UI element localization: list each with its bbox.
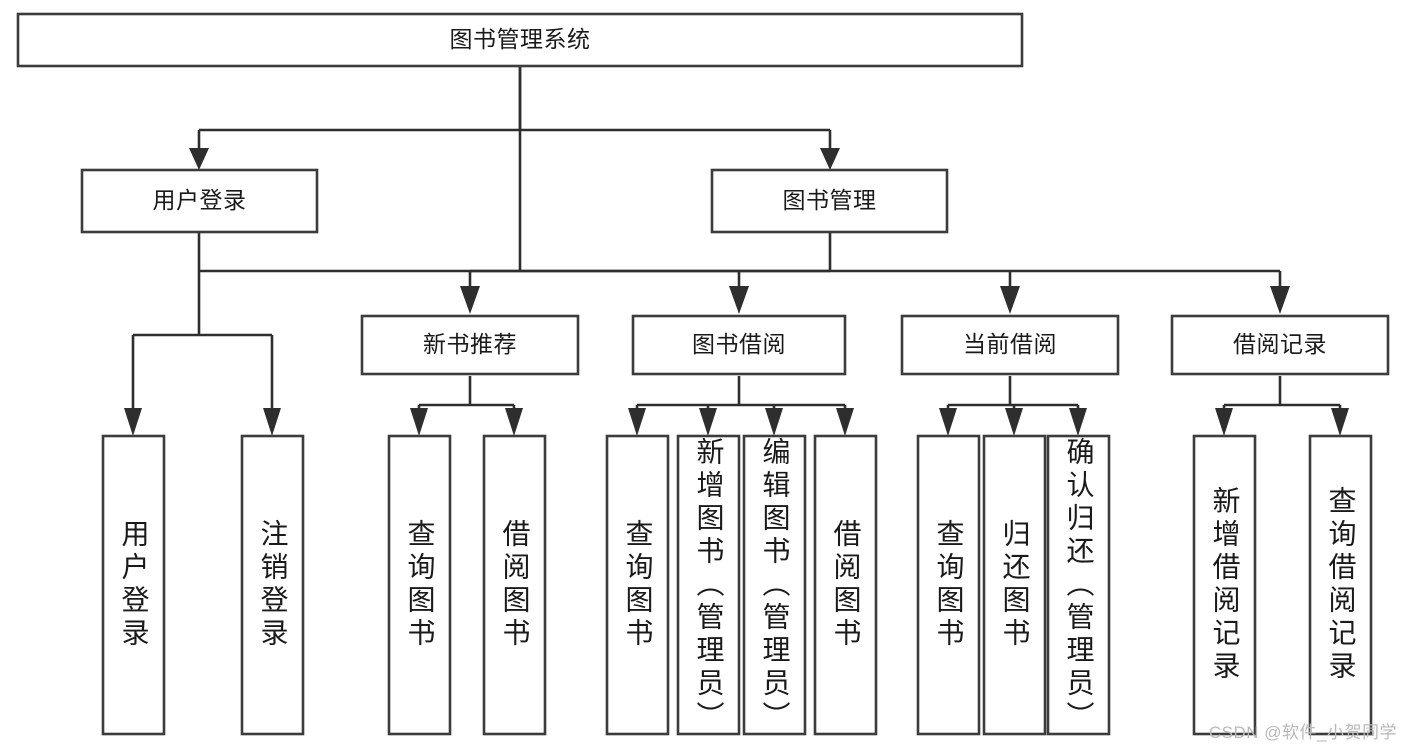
leafbox-edit-book-admin[interactable] xyxy=(742,434,807,736)
connectors-book-mgmt-to-level3 xyxy=(460,233,1290,314)
leafbox-query-borrow-record[interactable] xyxy=(1308,434,1373,736)
connectors-root-level2-final xyxy=(189,66,840,170)
node-book-borrow[interactable] xyxy=(631,314,847,376)
arrow-to-leaf-query-book-3 xyxy=(939,408,957,436)
connectors-current-borrow-to-leaves xyxy=(939,376,1087,436)
leafbox-confirm-return-admin[interactable] xyxy=(1046,434,1111,736)
node-current-borrow[interactable] xyxy=(900,314,1120,376)
node-book-management-label: 图书管理 xyxy=(783,187,877,213)
node-user-login[interactable] xyxy=(80,168,319,234)
node-new-book-recommend[interactable] xyxy=(360,314,580,376)
node-root-book-management-system[interactable] xyxy=(16,12,1024,68)
leafbox-query-book-1[interactable] xyxy=(387,434,452,736)
arrow-to-leaf-query-book-2 xyxy=(628,408,646,436)
connectors-book-borrow-to-leaves xyxy=(628,376,854,436)
arrow-to-leaf-query-book-1 xyxy=(410,408,428,436)
connectors-borrow-record-to-leaves xyxy=(1215,376,1349,436)
arrow-to-borrow-record xyxy=(1270,286,1290,314)
connectors-new-book-to-leaves xyxy=(410,376,523,436)
arrow-to-book-borrow xyxy=(729,286,749,314)
arrow-to-leaf-query-record xyxy=(1331,408,1349,436)
node-borrow-record-label: 借阅记录 xyxy=(1233,331,1327,357)
leafbox-query-book-3[interactable] xyxy=(916,434,981,736)
arrow-to-leaf-borrow-book-2 xyxy=(836,408,854,436)
arrow-to-new-book-recommend xyxy=(460,286,480,314)
arrow-to-book-management xyxy=(820,148,840,170)
connectors-root-to-level2 xyxy=(199,66,830,273)
arrow-to-leaf-return-book xyxy=(1005,408,1023,436)
leafbox-logout[interactable] xyxy=(240,434,305,736)
leafbox-return-book[interactable] xyxy=(982,434,1047,736)
node-book-management[interactable] xyxy=(710,168,949,234)
arrow-to-user-login xyxy=(189,148,209,170)
arrow-to-leaf-add-record xyxy=(1215,408,1233,436)
arrow-to-leaf-edit-book xyxy=(765,408,783,436)
arrow-to-leaf-logout xyxy=(263,408,281,436)
leafbox-user-login[interactable] xyxy=(101,434,166,736)
arrow-to-leaf-confirm-return xyxy=(1069,408,1087,436)
node-root-label: 图书管理系统 xyxy=(450,26,591,52)
node-user-login-label: 用户登录 xyxy=(153,187,247,213)
leafbox-borrow-book-2[interactable] xyxy=(813,434,878,736)
arrow-to-leaf-borrow-book-1 xyxy=(505,408,523,436)
leafbox-add-borrow-record[interactable] xyxy=(1192,434,1257,736)
node-current-borrow-label: 当前借阅 xyxy=(963,331,1057,357)
leafbox-add-book-admin[interactable] xyxy=(676,434,741,736)
node-borrow-record[interactable] xyxy=(1170,314,1390,376)
arrow-to-leaf-add-book xyxy=(699,408,717,436)
connectors-user-login-to-leaves xyxy=(124,233,281,436)
leafbox-query-book-2[interactable] xyxy=(605,434,670,736)
node-book-borrow-label: 图书借阅 xyxy=(692,331,786,357)
arrow-to-current-borrow xyxy=(1000,286,1020,314)
leafbox-borrow-book-1[interactable] xyxy=(482,434,547,736)
node-new-book-recommend-label: 新书推荐 xyxy=(423,331,517,357)
arrow-to-leaf-user-login xyxy=(124,408,142,436)
